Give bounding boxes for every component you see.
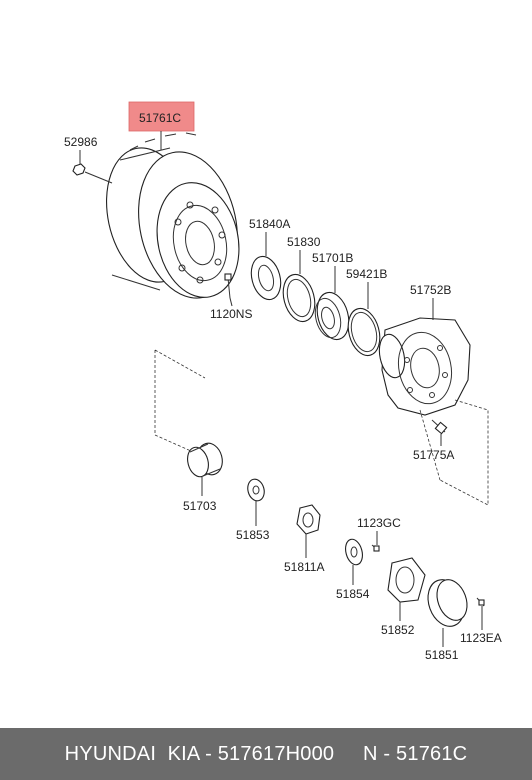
hub-cap-51851 [427,579,468,627]
wheel-nut-52986 [72,163,86,176]
stud-51775A [431,419,448,435]
gasket-51852 [387,557,426,603]
label-51775A: 51775A [413,448,454,462]
label-59421B: 59421B [346,267,387,281]
selected-part-highlight [128,101,195,132]
part-number-footer: HYUNDAI KIA - 517617H000 N - 51761C [0,728,532,780]
label-51852: 51852 [381,623,415,637]
label-1120NS: 1120NS [210,307,252,321]
label-51840A: 51840A [249,217,290,231]
footer-text: HYUNDAI KIA - 517617H000 N - 51761C [64,742,468,765]
screw-1123GC [371,544,380,552]
brake-drum [106,132,240,299]
label-51761C: 51761C [139,111,181,125]
spacer-51830 [282,273,316,323]
label-51811A: 51811A [284,560,324,574]
washer-51853 [247,478,265,502]
label-51830: 51830 [287,235,321,249]
bearing-51703 [187,442,223,478]
label-52986: 52986 [64,135,98,149]
lock-washer-51854 [345,538,363,566]
label-1123GC: 1123GC [357,516,401,530]
label-51854: 51854 [336,587,370,601]
bolt-1123EA [476,597,485,607]
label-1123EA: 1123EA [460,631,502,645]
hub-assembly-51752B [378,317,471,416]
parts-diagram: 51761C 52986 51840A 51830 51701B 59421B … [64,101,502,662]
oil-seal-51840A [250,255,282,301]
ring-59421B [347,307,381,357]
label-51703: 51703 [183,499,217,513]
label-51851: 51851 [425,648,459,662]
label-51853: 51853 [236,528,270,542]
bearing-51701B [314,291,350,341]
hub-nut-51811A [296,504,321,535]
label-51701B: 51701B [312,251,353,265]
bolt-1120NS [224,273,232,299]
label-51752B: 51752B [410,283,451,297]
